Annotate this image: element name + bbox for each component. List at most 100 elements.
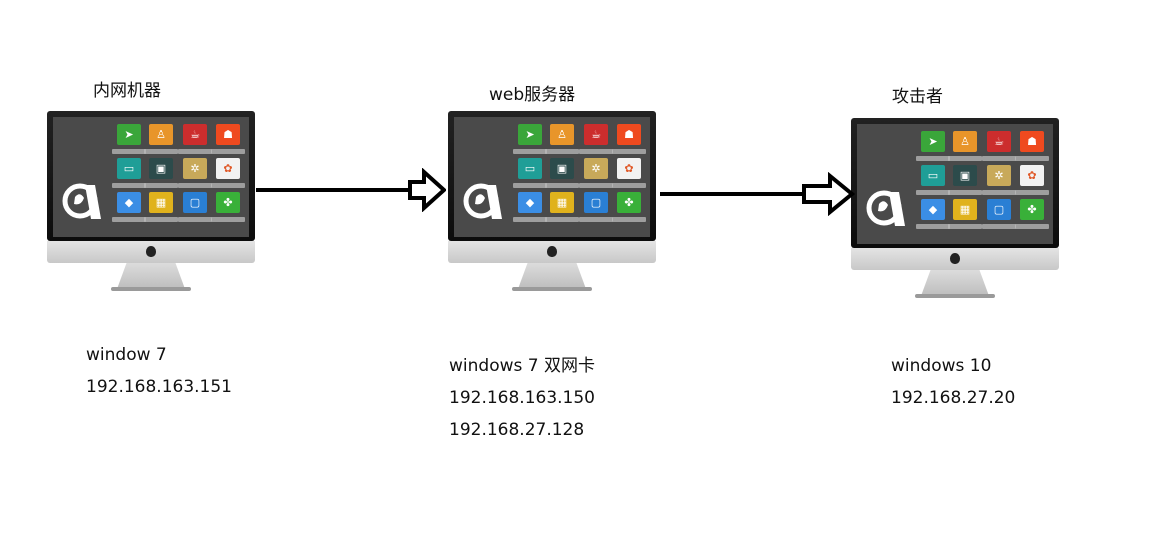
arrow-head bbox=[408, 168, 446, 212]
os-label: windows 7 双网卡 bbox=[449, 356, 595, 376]
arrow-intranet-to-web-server bbox=[256, 168, 446, 212]
ip-label: 192.168.27.20 bbox=[891, 388, 1016, 408]
send-icon: ➤ bbox=[921, 131, 945, 152]
app-caption bbox=[948, 156, 982, 161]
app-caption bbox=[513, 149, 547, 154]
monitor-base bbox=[512, 287, 592, 291]
app-caption bbox=[948, 190, 982, 195]
app-caption bbox=[916, 190, 950, 195]
tv-icon: ▭ bbox=[921, 165, 945, 186]
intranet-computer-icon: ➤♙☕☗▭▣✲✿◆▦▢✤ bbox=[47, 111, 255, 293]
desktop-logo-icon bbox=[62, 183, 101, 219]
app-caption bbox=[579, 149, 613, 154]
monitor-chin bbox=[448, 241, 656, 263]
app-caption bbox=[144, 149, 178, 154]
app-caption bbox=[211, 217, 245, 222]
web-server-computer-icon: ➤♙☕☗▭▣✲✿◆▦▢✤ bbox=[448, 111, 656, 293]
food-icon: ☕ bbox=[584, 124, 608, 145]
people-icon: ☗ bbox=[617, 124, 641, 145]
app-caption bbox=[612, 217, 646, 222]
diamond-icon: ◆ bbox=[518, 192, 542, 213]
node-info-web-server: windows 7 双网卡 192.168.163.150 192.168.27… bbox=[449, 350, 595, 446]
node-title-web-server: web服务器 bbox=[489, 85, 576, 105]
building-icon: ▦ bbox=[953, 199, 977, 220]
app-caption bbox=[1015, 156, 1049, 161]
monitor-screen: ➤♙☕☗▭▣✲✿◆▦▢✤ bbox=[857, 124, 1053, 244]
app-caption bbox=[112, 149, 146, 154]
app-caption bbox=[1015, 224, 1049, 229]
app-caption bbox=[982, 156, 1016, 161]
people-icon: ☗ bbox=[216, 124, 240, 145]
monitor-stand bbox=[921, 270, 989, 296]
node-info-attacker: windows 10 192.168.27.20 bbox=[891, 350, 1015, 414]
app-caption bbox=[112, 183, 146, 188]
gear-icon: ✲ bbox=[183, 158, 207, 179]
worker-icon: ♙ bbox=[550, 124, 574, 145]
arrow-web-server-to-attacker bbox=[660, 172, 856, 216]
attacker-computer-icon: ➤♙☕☗▭▣✲✿◆▦▢✤ bbox=[851, 118, 1059, 300]
monitor-base bbox=[111, 287, 191, 291]
tv-icon: ▭ bbox=[518, 158, 542, 179]
people-icon: ☗ bbox=[1020, 131, 1044, 152]
ip-label: 192.168.27.128 bbox=[449, 420, 585, 440]
monitor-chin bbox=[851, 248, 1059, 270]
message-icon: ▢ bbox=[584, 192, 608, 213]
app-caption bbox=[982, 190, 1016, 195]
arrow-head bbox=[802, 172, 856, 216]
food-icon: ☕ bbox=[987, 131, 1011, 152]
app-caption bbox=[545, 183, 579, 188]
diamond-icon: ◆ bbox=[117, 192, 141, 213]
app-caption bbox=[178, 217, 212, 222]
brand-logo-icon bbox=[950, 253, 960, 264]
os-label: windows 10 bbox=[891, 356, 992, 376]
node-info-intranet: window 7 192.168.163.151 bbox=[86, 339, 232, 403]
gear-icon: ✲ bbox=[987, 165, 1011, 186]
app-caption bbox=[178, 183, 212, 188]
handshake-icon: ✤ bbox=[1020, 199, 1044, 220]
colorwheel-icon: ✿ bbox=[216, 158, 240, 179]
worker-icon: ♙ bbox=[149, 124, 173, 145]
app-caption bbox=[612, 183, 646, 188]
app-caption bbox=[513, 183, 547, 188]
handshake-icon: ✤ bbox=[216, 192, 240, 213]
building-icon: ▦ bbox=[550, 192, 574, 213]
tv-icon: ▭ bbox=[117, 158, 141, 179]
app-caption bbox=[916, 156, 950, 161]
app-caption bbox=[1015, 190, 1049, 195]
diamond-icon: ◆ bbox=[921, 199, 945, 220]
app-caption bbox=[545, 217, 579, 222]
brand-logo-icon bbox=[146, 246, 156, 257]
ip-label: 192.168.163.150 bbox=[449, 388, 596, 408]
colorwheel-icon: ✿ bbox=[617, 158, 641, 179]
app-caption bbox=[579, 183, 613, 188]
app-caption bbox=[178, 149, 212, 154]
monitor-stand bbox=[117, 263, 185, 289]
app-caption bbox=[144, 217, 178, 222]
laptop-icon: ▣ bbox=[953, 165, 977, 186]
app-caption bbox=[948, 224, 982, 229]
building-icon: ▦ bbox=[149, 192, 173, 213]
app-caption bbox=[982, 224, 1016, 229]
handshake-icon: ✤ bbox=[617, 192, 641, 213]
brand-logo-icon bbox=[547, 246, 557, 257]
app-caption bbox=[211, 149, 245, 154]
colorwheel-icon: ✿ bbox=[1020, 165, 1044, 186]
message-icon: ▢ bbox=[987, 199, 1011, 220]
ip-label: 192.168.163.151 bbox=[86, 377, 233, 397]
monitor-bezel: ➤♙☕☗▭▣✲✿◆▦▢✤ bbox=[851, 118, 1059, 248]
os-label: window 7 bbox=[86, 345, 167, 365]
send-icon: ➤ bbox=[117, 124, 141, 145]
app-caption bbox=[916, 224, 950, 229]
app-caption bbox=[211, 183, 245, 188]
node-title-intranet: 内网机器 bbox=[93, 81, 161, 101]
message-icon: ▢ bbox=[183, 192, 207, 213]
app-caption bbox=[545, 149, 579, 154]
monitor-base bbox=[915, 294, 995, 298]
app-caption bbox=[513, 217, 547, 222]
food-icon: ☕ bbox=[183, 124, 207, 145]
monitor-bezel: ➤♙☕☗▭▣✲✿◆▦▢✤ bbox=[47, 111, 255, 241]
send-icon: ➤ bbox=[518, 124, 542, 145]
monitor-screen: ➤♙☕☗▭▣✲✿◆▦▢✤ bbox=[454, 117, 650, 237]
gear-icon: ✲ bbox=[584, 158, 608, 179]
monitor-bezel: ➤♙☕☗▭▣✲✿◆▦▢✤ bbox=[448, 111, 656, 241]
